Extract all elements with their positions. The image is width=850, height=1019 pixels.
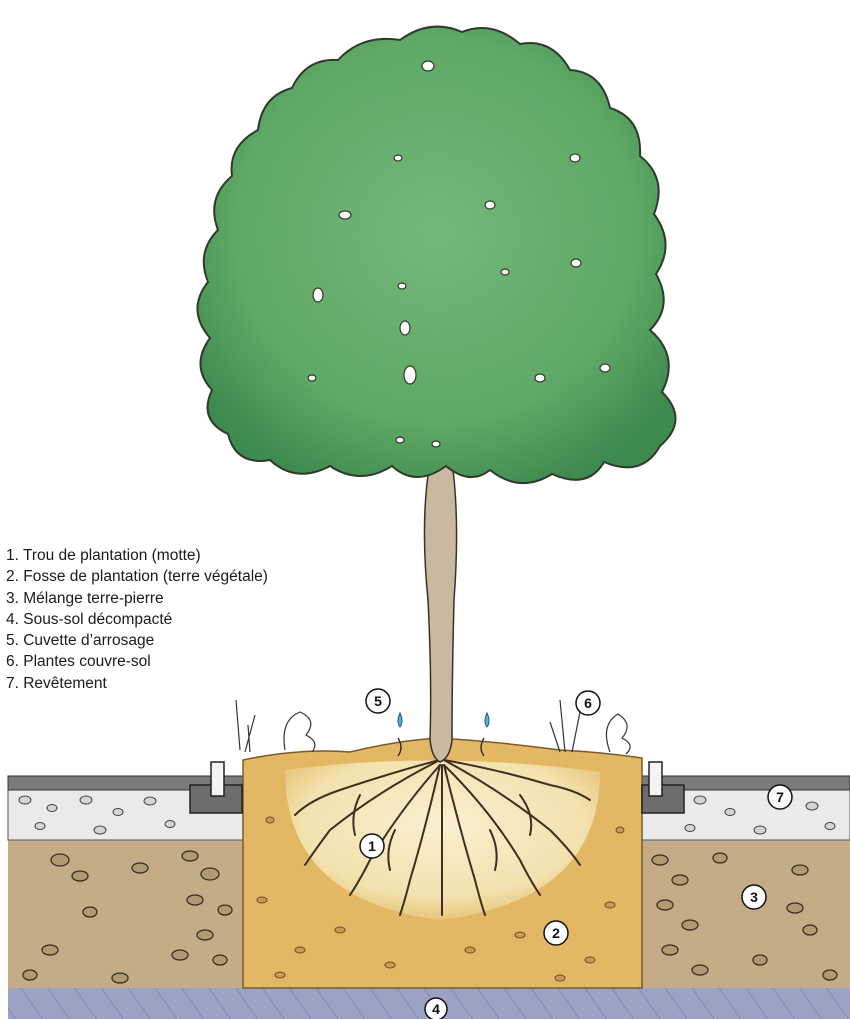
callout-3: 3 — [742, 885, 766, 909]
svg-text:3: 3 — [750, 889, 758, 905]
water-drop-right — [485, 713, 489, 727]
edge-board-right — [649, 762, 662, 796]
legend-item-paving: 7. Revêtement — [6, 673, 386, 694]
svg-text:6: 6 — [584, 695, 592, 711]
svg-text:5: 5 — [374, 693, 382, 709]
legend-item-decompacted-subsoil: 4. Sous-sol décompacté — [6, 609, 386, 630]
stone-soil-right — [642, 840, 850, 988]
svg-text:2: 2 — [552, 925, 560, 941]
tree-crown — [197, 27, 675, 484]
svg-text:7: 7 — [776, 789, 784, 805]
callout-1: 1 — [360, 834, 384, 858]
legend: 1. Trou de plantation (motte) 2. Fosse d… — [6, 545, 386, 694]
callout-7: 7 — [768, 785, 792, 809]
callout-4: 4 — [425, 998, 447, 1019]
callout-6: 6 — [576, 691, 600, 715]
legend-item-planting-pit: 2. Fosse de plantation (terre végétale) — [6, 566, 386, 587]
legend-item-stone-soil-mix: 3. Mélange terre-pierre — [6, 588, 386, 609]
water-drop-left — [398, 713, 402, 727]
legend-item-planting-hole: 1. Trou de plantation (motte) — [6, 545, 386, 566]
legend-item-watering-basin: 5. Cuvette d’arrosage — [6, 630, 386, 651]
svg-text:1: 1 — [368, 838, 376, 854]
trunk — [424, 462, 456, 762]
svg-text:4: 4 — [432, 1001, 440, 1017]
legend-item-ground-cover: 6. Plantes couvre-sol — [6, 651, 386, 672]
callout-2: 2 — [544, 921, 568, 945]
stone-soil-left — [8, 840, 243, 988]
edge-board-left — [211, 762, 224, 796]
